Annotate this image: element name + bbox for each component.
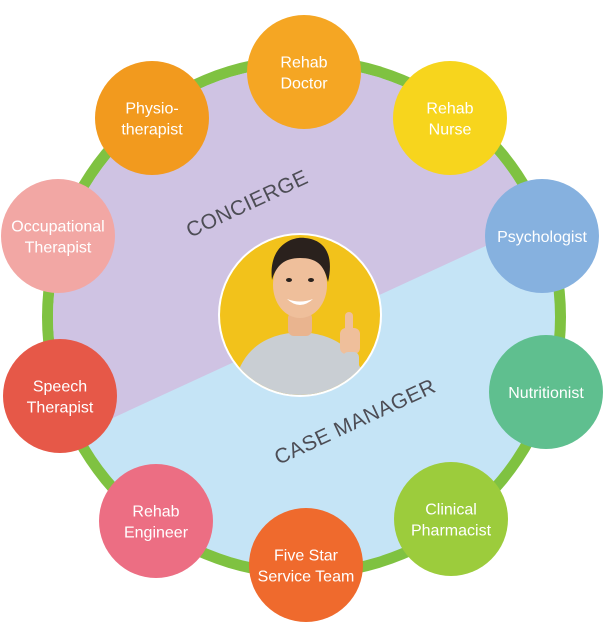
node-label: Engineer	[124, 525, 189, 542]
node-label: Nutritionist	[508, 385, 584, 402]
node-circle	[95, 61, 209, 175]
node-circle	[394, 462, 508, 576]
node-label: Five Star	[274, 548, 339, 565]
node-label: therapist	[121, 122, 183, 139]
node-circle	[249, 508, 363, 622]
node-label: Rehab	[132, 504, 179, 521]
node-circle	[1, 179, 115, 293]
node-label: Rehab	[280, 55, 327, 72]
center-photo	[218, 233, 382, 397]
node-label: Psychologist	[497, 229, 587, 246]
node-circle	[99, 464, 213, 578]
node-label: Speech	[33, 379, 87, 396]
node-circle	[489, 335, 603, 449]
node-circle	[485, 179, 599, 293]
node-label: Nurse	[429, 122, 472, 139]
node-label: Therapist	[27, 400, 94, 417]
care-team-nodes: RehabDoctorRehabNursePsychologistNutriti…	[1, 15, 603, 622]
node-label: Clinical	[425, 502, 477, 519]
node-label: Pharmacist	[411, 523, 492, 540]
node-nutritionist: Nutritionist	[489, 335, 603, 449]
node-label: Occupational	[11, 219, 104, 236]
node-circle	[393, 61, 507, 175]
node-label: Rehab	[426, 101, 473, 118]
node-psychologist: Psychologist	[485, 179, 599, 293]
node-label: Physio-	[125, 101, 178, 118]
node-physiotherapist: Physio-therapist	[95, 61, 209, 175]
node-label: Therapist	[25, 240, 92, 257]
node-label: Doctor	[280, 76, 328, 93]
node-circle	[247, 15, 361, 129]
node-label: Service Team	[258, 569, 355, 586]
node-circle	[3, 339, 117, 453]
